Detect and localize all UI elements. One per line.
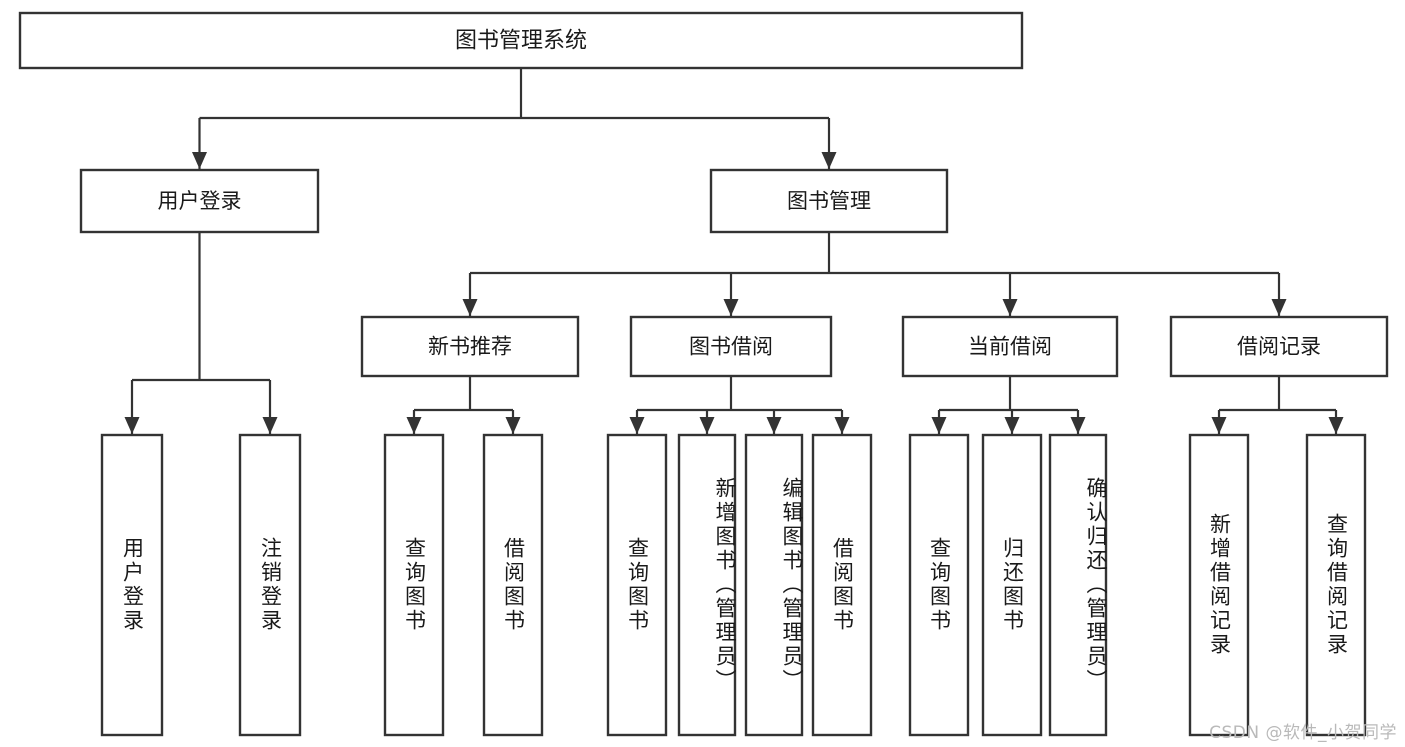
leaf-node-12[interactable] (1305, 433, 1367, 737)
watermark-text: CSDN @软件_小贺同学 (1209, 723, 1397, 743)
level2-node-2[interactable]: 当前借阅 (901, 315, 1119, 378)
level1-node-1[interactable]: 图书管理 (709, 168, 949, 234)
leaf-node-9[interactable] (981, 433, 1043, 737)
leaf-node-11[interactable] (1188, 433, 1250, 737)
level1-node-0-label: 用户登录 (158, 189, 242, 213)
level2-node-1[interactable]: 图书借阅 (629, 315, 833, 378)
leaf-node-6[interactable] (744, 433, 804, 737)
leaf-node-3[interactable] (482, 433, 544, 737)
level1-node-0[interactable]: 用户登录 (79, 168, 320, 234)
level1-node-1-label: 图书管理 (787, 189, 871, 213)
leaf-node-2[interactable] (383, 433, 445, 737)
leaf-node-0[interactable] (100, 433, 164, 737)
leaf-node-8[interactable] (908, 433, 970, 737)
level2-node-1-label: 图书借阅 (689, 335, 773, 359)
root-node-label: 图书管理系统 (455, 29, 587, 54)
level2-node-0[interactable]: 新书推荐 (360, 315, 580, 378)
level2-node-2-label: 当前借阅 (968, 335, 1052, 359)
leaf-node-1[interactable] (238, 433, 302, 737)
level2-node-0-label: 新书推荐 (428, 335, 512, 359)
leaf-node-7[interactable] (811, 433, 873, 737)
leaf-node-5[interactable] (677, 433, 737, 737)
connector-layer (124, 68, 1344, 434)
leaf-node-4[interactable] (606, 433, 668, 737)
level2-node-3-label: 借阅记录 (1237, 335, 1321, 359)
level2-node-3[interactable]: 借阅记录 (1169, 315, 1389, 378)
root-node[interactable]: 图书管理系统 (18, 11, 1024, 70)
leaf-node-10[interactable] (1048, 433, 1108, 737)
